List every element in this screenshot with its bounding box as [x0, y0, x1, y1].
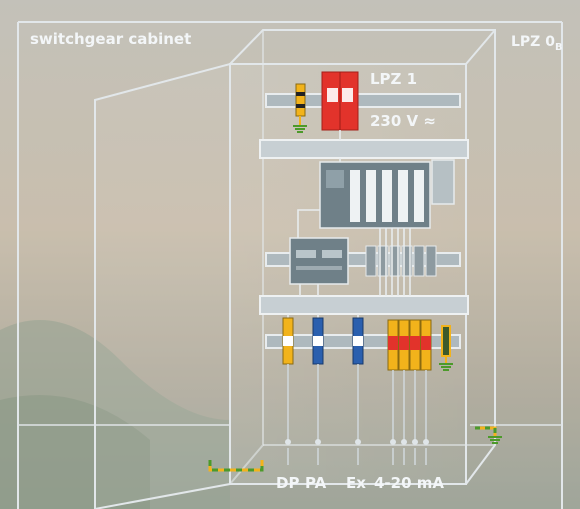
current-loop-surge-protectors: [387, 319, 432, 371]
plc-rack: [319, 161, 431, 229]
lpz-0b-label: LPZ 0B: [511, 34, 563, 53]
ground-symbol-icon: [439, 356, 453, 371]
ground-symbol-icon: [293, 116, 307, 133]
ground-symbol-icon: [488, 436, 502, 444]
field-cables: [287, 364, 427, 465]
ex-surge-protector: [352, 317, 364, 365]
bus-label-pa: PA: [305, 474, 327, 492]
io-terminal-block: [365, 245, 437, 277]
equipotential-bonding-left: [208, 460, 264, 472]
din-rail-top: [265, 93, 461, 108]
bus-label-ex: Ex: [346, 474, 366, 492]
bus-label-dp: DP: [276, 474, 299, 492]
cable-duct-lower: [259, 295, 469, 315]
cabinet-door: [94, 62, 231, 509]
pa-surge-protector: [312, 317, 324, 365]
cable-entry-points: [285, 439, 429, 445]
lpz-1-label: LPZ 1: [370, 70, 417, 88]
shield-ground-terminal: [441, 325, 451, 357]
power-supply-module: [431, 159, 455, 205]
cabinet-label: switchgear cabinet: [30, 30, 191, 48]
cable-duct-upper: [259, 139, 469, 159]
equipotential-bonding-right: [475, 426, 497, 436]
background-field: [0, 395, 150, 509]
dp-surge-protector: [282, 317, 294, 365]
voltage-label: 230 V ≈: [370, 112, 436, 130]
yellow-ground-terminal: [295, 83, 306, 117]
power-surge-protector: [321, 71, 359, 131]
bus-coupler-module: [289, 237, 349, 285]
bus-label-current-loop: 4-20 mA: [374, 474, 444, 492]
internal-wiring: [287, 130, 411, 320]
